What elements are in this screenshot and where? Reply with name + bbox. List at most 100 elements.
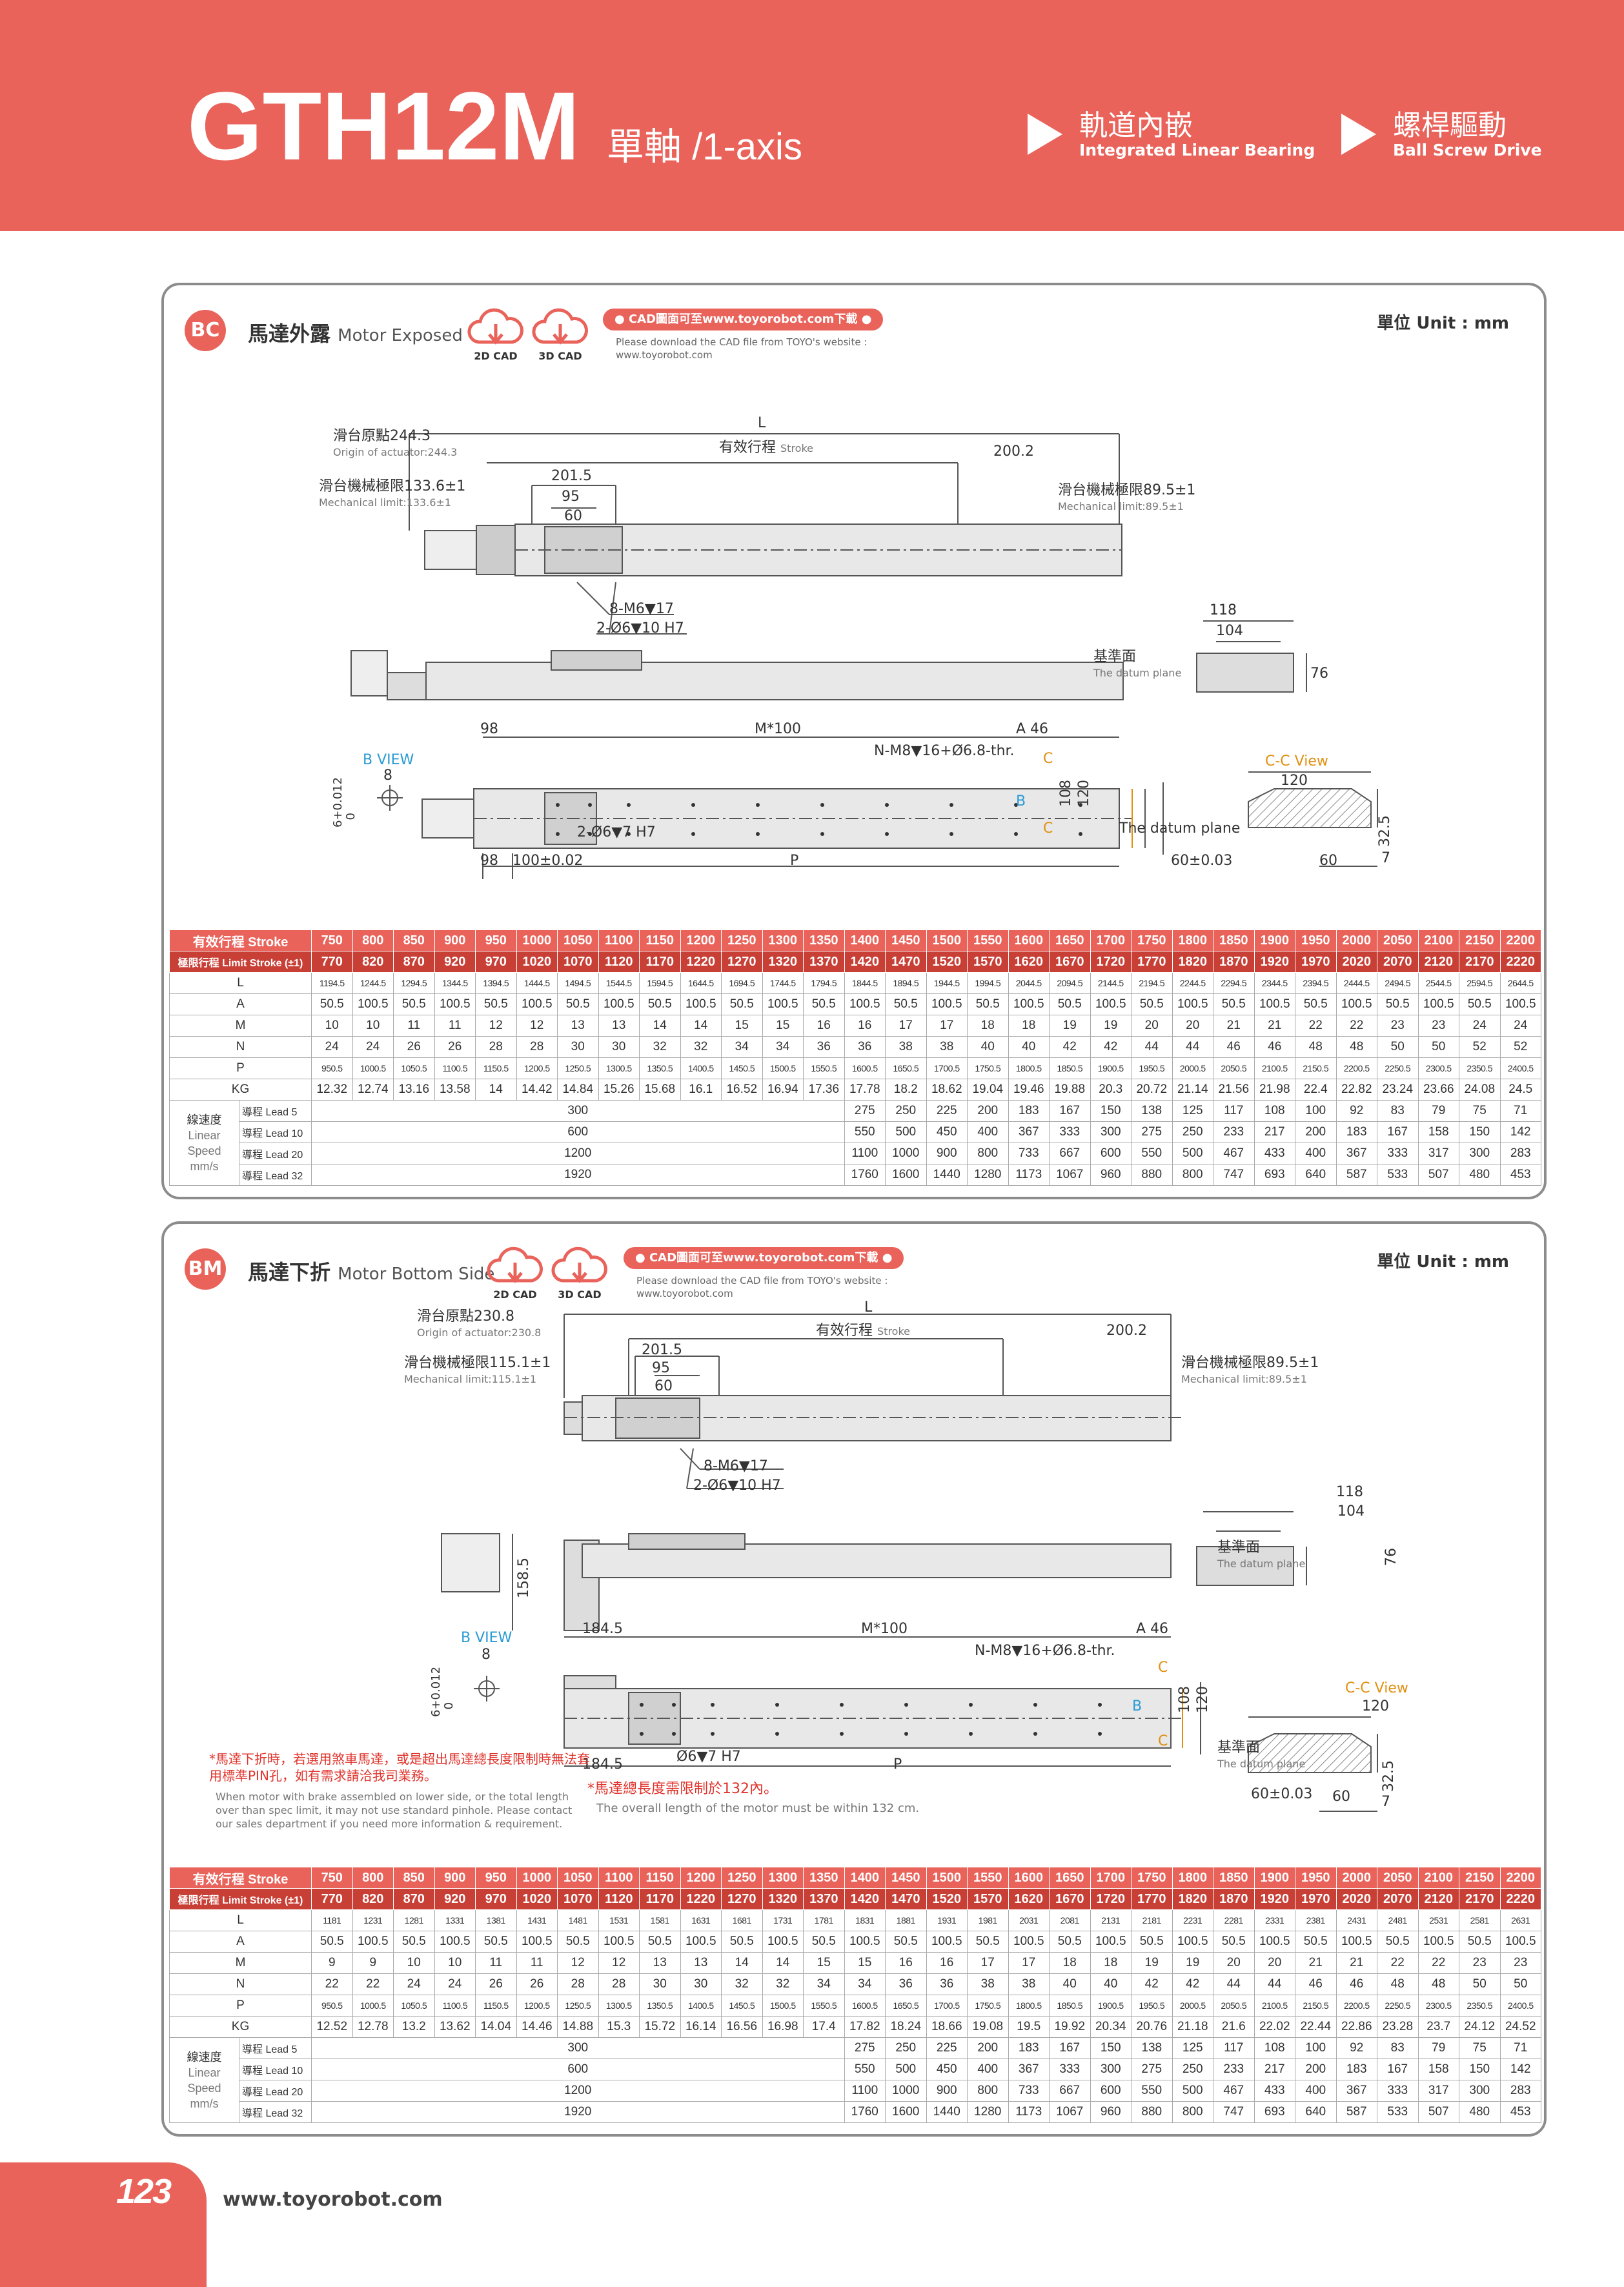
table-cell: 500 (885, 2058, 927, 2080)
table-cell: 2000.5 (1172, 1995, 1213, 2017)
mech-right-en: Mechanical limit:89.5±1 (1058, 500, 1184, 513)
cad-download-link[interactable]: ● CAD圖面可至www.toyorobot.com下載 ● (603, 309, 884, 330)
table-cell: 17 (967, 1952, 1009, 1974)
table-cell: 2250.5 (1377, 1057, 1419, 1079)
dim-200-2: 200.2 (993, 443, 1034, 460)
table-cell: 50.5 (721, 993, 763, 1015)
table-cell: 1100.5 (434, 1057, 476, 1079)
table-cell: 100.5 (1090, 1931, 1132, 1953)
dim-L: L (864, 1299, 873, 1316)
table-cell: 16 (803, 1015, 845, 1037)
table-cell: P (169, 1057, 312, 1079)
table-cell: 12 (516, 1015, 558, 1037)
table-cell: 433 (1254, 1143, 1295, 1164)
table-cell: 20 (1172, 1015, 1213, 1037)
table-cell: 100.5 (1417, 1931, 1459, 1953)
cad-download-link[interactable]: ● CAD圖面可至www.toyorobot.com下載 ● (624, 1247, 904, 1269)
table-cell: 100.5 (352, 993, 394, 1015)
dim-60: 60 (564, 508, 582, 524)
table-cell: 15.3 (598, 2016, 640, 2038)
table-cell: 1900.5 (1090, 1057, 1132, 1079)
table-cell: 1681 (721, 1909, 763, 1931)
dim-108: 108 (1058, 780, 1074, 807)
table-cell: 24 (311, 1036, 353, 1058)
table-cell: 158 (1417, 1121, 1459, 1143)
table-cell: 22 (1377, 1952, 1419, 1974)
bc-drawing: L 滑台原點244.3 Origin of actuator:244.3 有效行… (164, 285, 1544, 924)
table-cell: 24.52 (1499, 2016, 1541, 2038)
table-cell: 40 (1049, 1973, 1091, 1995)
dim-120: 120 (1195, 1686, 1211, 1713)
table-cell: 600 (311, 2058, 845, 2080)
cad-2d-download-icon[interactable]: 2D CAD (485, 1243, 545, 1303)
table-cell: 800 (352, 1867, 394, 1889)
table-cell: 1070 (557, 1888, 599, 1910)
table-cell: 30 (598, 1036, 640, 1058)
table-cell: 667 (1049, 2080, 1091, 2102)
table-cell: 44 (1213, 1973, 1255, 1995)
table-cell: 333 (1377, 1143, 1419, 1164)
dim-P: P (790, 853, 799, 869)
table-cell: 23 (1499, 1952, 1541, 1974)
table-cell: 38 (885, 1036, 927, 1058)
table-cell: 770 (311, 1888, 353, 1910)
table-cell: 28 (598, 1973, 640, 1995)
table-cell: 275 (844, 1100, 886, 1122)
table-cell: 10 (393, 1952, 435, 1974)
table-cell: 16.52 (721, 1079, 763, 1101)
table-cell: 18.24 (885, 2016, 927, 2038)
table-cell: 1770 (1131, 951, 1173, 973)
table-cell: 233 (1213, 1121, 1255, 1143)
table-cell: 1431 (516, 1909, 558, 1931)
table-cell: 26 (516, 1973, 558, 1995)
cad-2d-download-icon[interactable]: 2D CAD (466, 305, 525, 364)
tolerance-6: 6+0.012 0 (331, 777, 358, 828)
cad-note: Please download the CAD file from TOYO's… (636, 1275, 888, 1299)
table-cell: 1220 (680, 1888, 722, 1910)
dim-104: 104 (1216, 623, 1243, 639)
table-cell: 1150 (639, 1867, 681, 1889)
dim-76: 76 (1383, 1548, 1399, 1566)
table-cell: 150 (1459, 1121, 1501, 1143)
table-cell: 950.5 (311, 1057, 353, 1079)
table-cell: 900 (434, 930, 476, 951)
table-cell: 19 (1131, 1952, 1173, 1974)
table-cell: 9 (311, 1952, 353, 1974)
table-cell: M (169, 1952, 312, 1974)
cad-3d-download-icon[interactable]: 3D CAD (550, 1243, 609, 1303)
table-cell: 587 (1335, 1164, 1377, 1186)
table-cell: 48 (1295, 1036, 1337, 1058)
footer-website[interactable]: www.toyorobot.com (223, 2188, 443, 2211)
table-cell: 300 (1090, 1121, 1132, 1143)
datum-en: The datum plane (1093, 667, 1182, 679)
table-cell: 10 (311, 1015, 353, 1037)
table-cell: 800 (352, 930, 394, 951)
table-cell: 2020 (1335, 1888, 1377, 1910)
table-cell: 1440 (926, 2101, 968, 2123)
table-cell: 1150.5 (475, 1995, 517, 2017)
table-cell: 1800.5 (1008, 1995, 1050, 2017)
dim-m100: M*100 (755, 721, 801, 737)
table-cell: 117 (1213, 2037, 1255, 2059)
table-cell: 200 (967, 1100, 1009, 1122)
table-cell: 44 (1172, 1036, 1213, 1058)
table-cell: 2531 (1417, 1909, 1459, 1931)
table-cell: 453 (1499, 1164, 1541, 1186)
table-cell: 46 (1213, 1036, 1255, 1058)
m8-thread: N-M8▼16+Ø6.8-thr. (975, 1643, 1115, 1659)
table-cell: 667 (1049, 1143, 1091, 1164)
table-cell: 1067 (1049, 2101, 1091, 2123)
cad-3d-download-icon[interactable]: 3D CAD (531, 305, 590, 364)
table-cell: 920 (434, 951, 476, 973)
table-cell: 167 (1377, 1121, 1419, 1143)
table-cell: 2220 (1499, 951, 1541, 973)
table-cell: 950.5 (311, 1995, 353, 2017)
table-cell: 600 (1090, 2080, 1132, 2102)
table-cell: 16 (885, 1952, 927, 1974)
pin-hole-7: 2-Ø6▼7 H7 (577, 824, 656, 840)
